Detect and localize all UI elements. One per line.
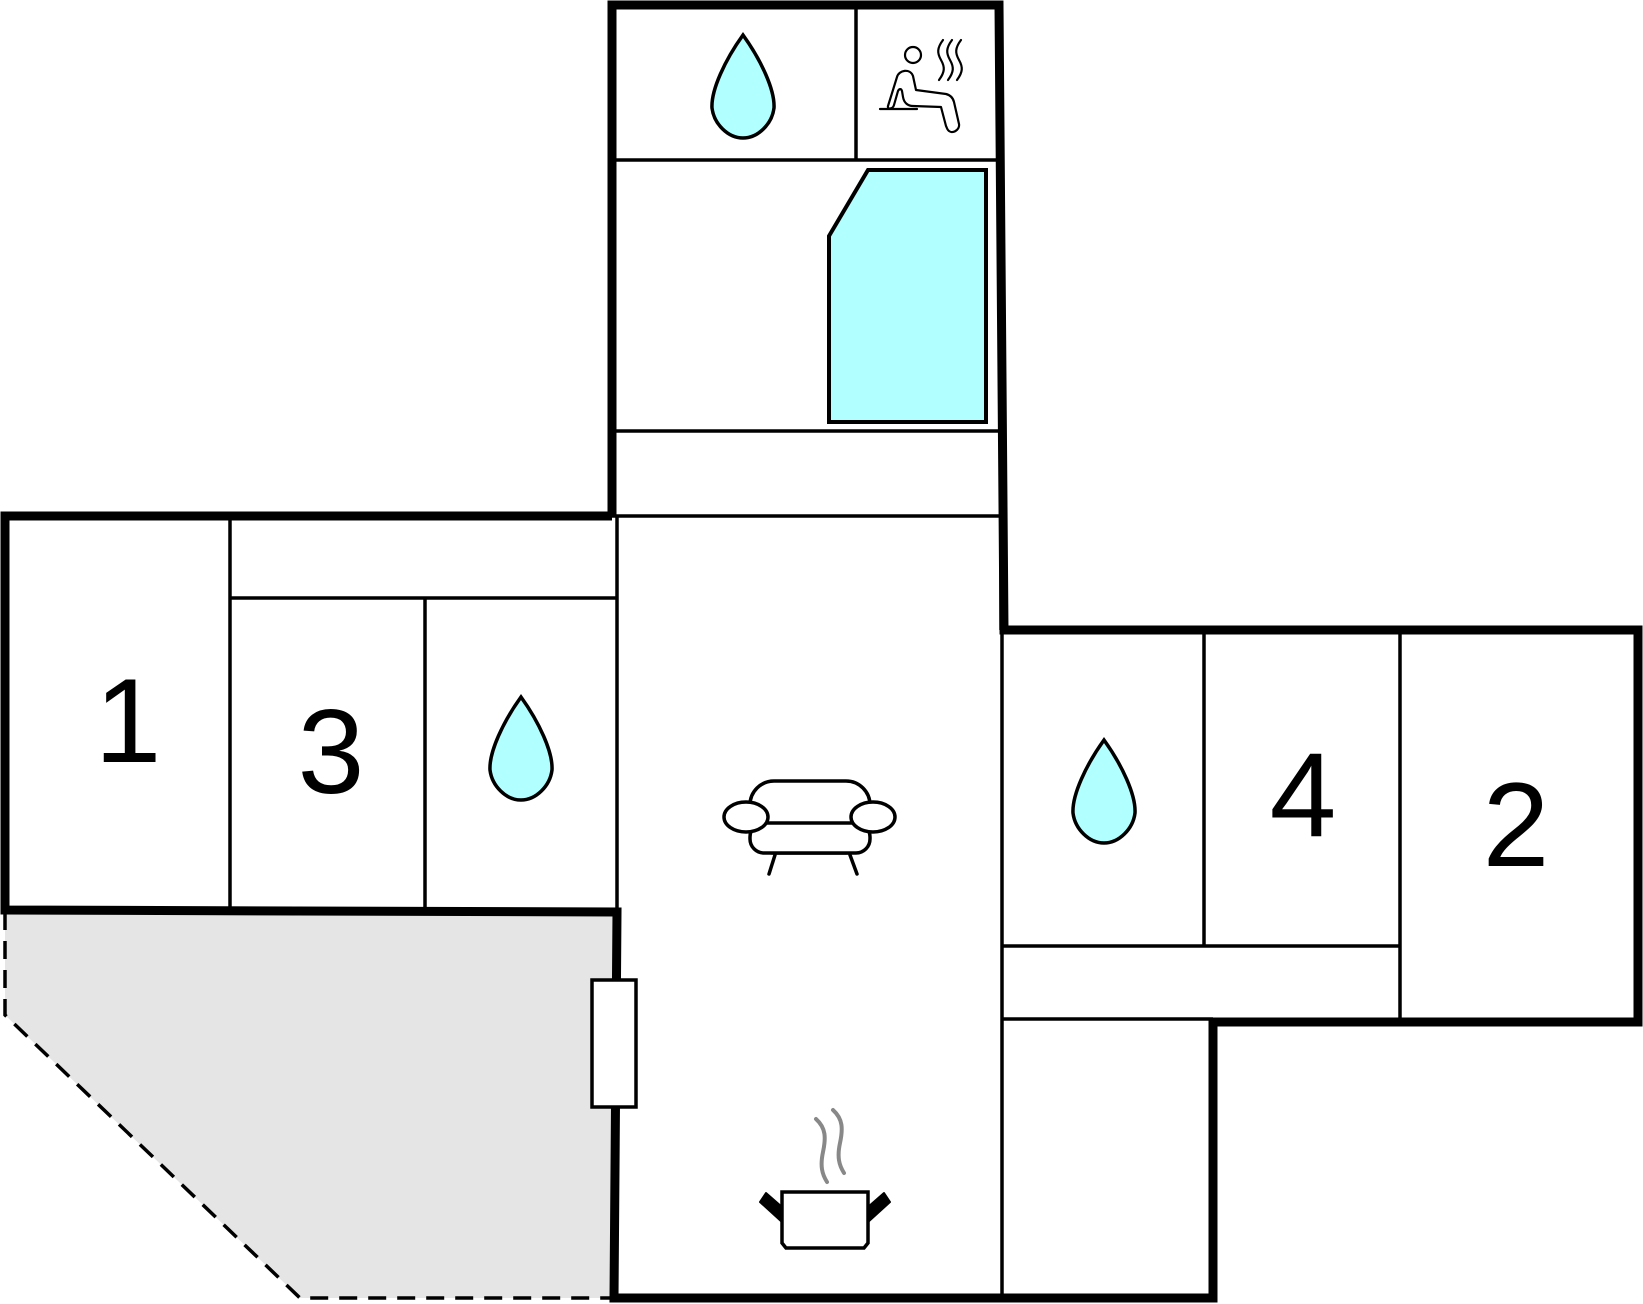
interior-walls	[228, 5, 1402, 1298]
terrace-door	[590, 978, 638, 1109]
sofa-icon	[722, 779, 897, 876]
water-drop-icon	[1071, 737, 1137, 845]
water-drop-icon	[488, 694, 554, 802]
room-label-3: 3	[298, 685, 365, 819]
sauna-icon	[878, 38, 963, 134]
room-label-2: 2	[1483, 758, 1550, 892]
water-drop-icon	[710, 32, 776, 140]
cooking-pot-icon	[759, 1108, 891, 1250]
terrace-area	[5, 912, 617, 1298]
terrace-dashed-edge	[3, 912, 614, 1300]
room-label-1: 1	[95, 654, 162, 788]
swimming-pool	[827, 168, 988, 424]
room-label-4: 4	[1270, 728, 1337, 862]
